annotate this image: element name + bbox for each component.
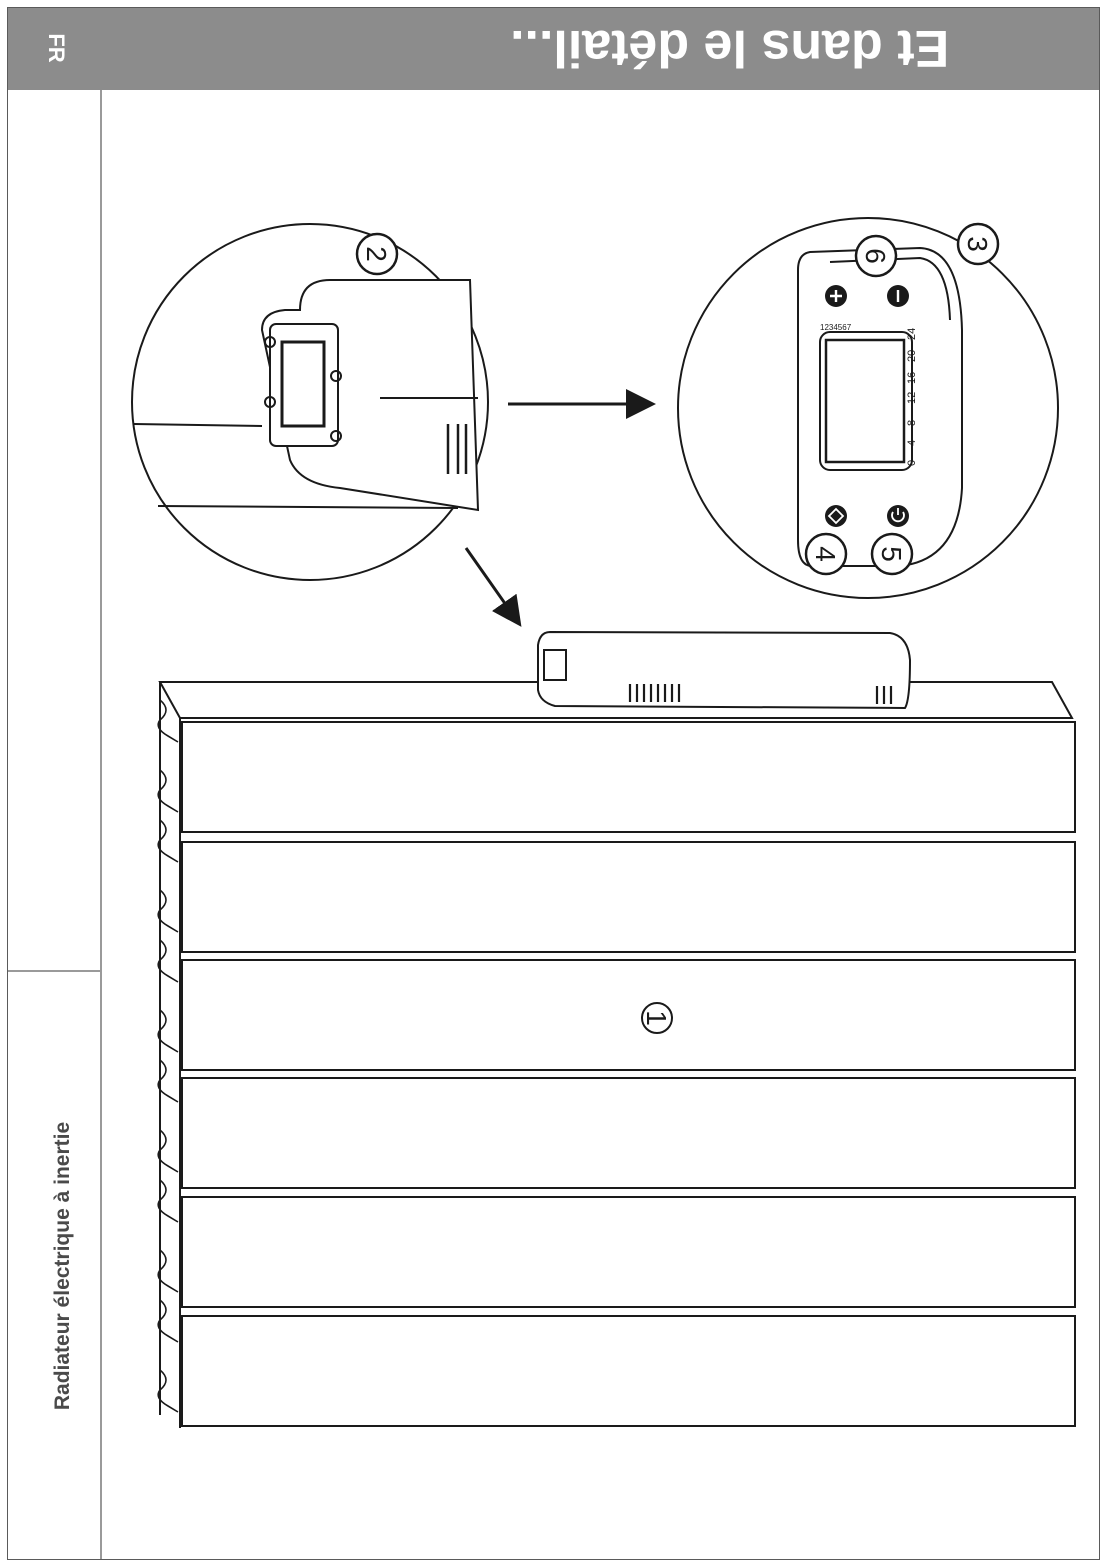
svg-text:3: 3 (962, 236, 993, 252)
svg-text:5: 5 (876, 546, 907, 562)
radiator-fin (181, 721, 1076, 833)
svg-text:24: 24 (906, 328, 918, 340)
svg-text:1234567: 1234567 (820, 323, 852, 332)
sidebar-separator (8, 970, 100, 972)
svg-text:12: 12 (906, 392, 918, 404)
radiator-fin (181, 1315, 1076, 1427)
svg-text:6: 6 (860, 248, 891, 264)
control-housing (537, 630, 912, 710)
callout-2: 2 (355, 232, 399, 276)
page-frame (7, 7, 1100, 1560)
svg-text:8: 8 (906, 420, 918, 426)
radiator-fin (181, 841, 1076, 953)
svg-text:20: 20 (906, 350, 918, 362)
arrow-to-housing (464, 547, 522, 627)
radiator-fin (181, 959, 1076, 1071)
sidebar-divider (100, 90, 102, 1559)
zoom-detail-housing (131, 223, 489, 581)
radiator-fin (181, 1196, 1076, 1308)
svg-text:2: 2 (361, 246, 392, 262)
mode-icon (825, 505, 847, 527)
timer-scale: 0 4 8 12 16 20 24 1234567 (820, 323, 918, 466)
svg-text:4: 4 (906, 440, 918, 446)
zoom-detail-control-panel: 0 4 8 12 16 20 24 1234567 (677, 217, 1059, 599)
callout-6: 6 (854, 234, 898, 278)
power-icon (887, 505, 909, 527)
callout-5: 5 (870, 532, 914, 576)
header-bar (8, 8, 1099, 90)
minus-icon (887, 285, 909, 307)
radiator-body (157, 681, 1076, 1428)
svg-text:0: 0 (906, 460, 918, 466)
callout-4: 4 (804, 532, 848, 576)
callout-3: 3 (956, 222, 1000, 266)
radiator-fin (181, 1077, 1076, 1189)
plus-icon (825, 285, 847, 307)
svg-text:16: 16 (906, 372, 918, 384)
svg-text:1: 1 (641, 1010, 672, 1026)
svg-text:4: 4 (810, 546, 841, 562)
callout-1: 1 (641, 1002, 673, 1034)
